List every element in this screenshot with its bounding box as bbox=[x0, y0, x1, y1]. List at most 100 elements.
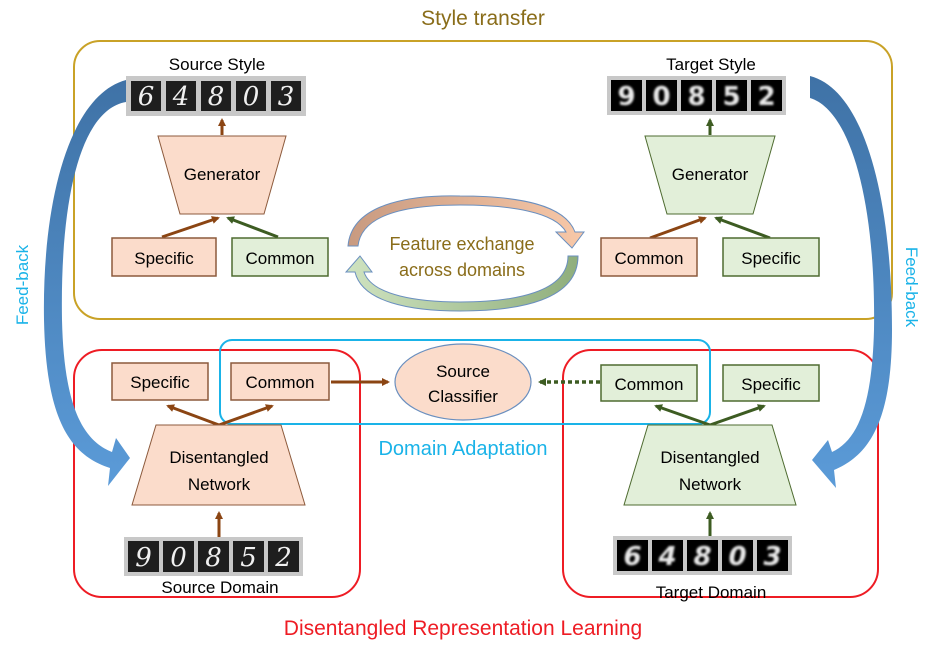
target-style-digit: 2 bbox=[757, 82, 775, 112]
source-style-digit: 6 bbox=[138, 82, 155, 112]
source-style-specific-label: Specific bbox=[134, 249, 194, 268]
target-domain-digit-tile bbox=[617, 540, 648, 571]
source-domain-digit: 8 bbox=[205, 543, 222, 573]
source-style-digit-tile bbox=[271, 81, 301, 111]
target-style-common-label: Common bbox=[615, 249, 684, 268]
source-domain-label: Source Domain bbox=[161, 578, 278, 597]
source-style-digit: 4 bbox=[172, 82, 190, 112]
source-classifier-line1: Source bbox=[436, 362, 490, 381]
target-domain-digit: 0 bbox=[728, 542, 746, 572]
target-style-digit: 0 bbox=[652, 82, 670, 112]
target-style-digit: 5 bbox=[722, 82, 740, 112]
target-generator-label: Generator bbox=[672, 165, 749, 184]
source-domain-digit-tile bbox=[198, 541, 229, 572]
target-style-specific-label: Specific bbox=[741, 249, 801, 268]
feature-exchange-line2: across domains bbox=[399, 260, 525, 280]
feedback-label-right: Feed-back bbox=[902, 247, 921, 328]
source-specific-label: Specific bbox=[130, 373, 190, 392]
target-domain-digit-tile bbox=[652, 540, 683, 571]
source-domain-digit-tile bbox=[233, 541, 264, 572]
disentangled-title: Disentangled Representation Learning bbox=[284, 617, 642, 640]
target-domain-digit-tile bbox=[757, 540, 788, 571]
source-style-specific-box bbox=[111, 237, 217, 277]
feature-exchange-line1: Feature exchange bbox=[389, 234, 534, 254]
source-network-line2: Network bbox=[188, 475, 251, 494]
target-disentangled-network bbox=[623, 424, 797, 506]
target-common-box bbox=[600, 364, 698, 402]
feedback-arrow-left bbox=[43, 80, 130, 486]
target-domain-digit-tile bbox=[687, 540, 718, 571]
source-classifier bbox=[394, 343, 532, 421]
style-transfer-title: Style transfer bbox=[421, 7, 545, 30]
target-domain-digit: 4 bbox=[657, 542, 676, 572]
target-net-to-common-arrow bbox=[654, 404, 711, 427]
source-classifier-line2: Classifier bbox=[428, 387, 498, 406]
source-common-label: Common bbox=[246, 373, 315, 392]
source-specific-box bbox=[111, 362, 209, 401]
source-style-digit-tile bbox=[236, 81, 266, 111]
source-domain-digit-tile bbox=[128, 541, 159, 572]
source-domain-digit: 0 bbox=[170, 543, 187, 573]
source-network-line1: Disentangled bbox=[169, 448, 268, 467]
target-net-to-specific-arrow bbox=[709, 404, 766, 427]
target-common-label: Common bbox=[615, 375, 684, 394]
target-generator bbox=[644, 135, 776, 215]
target-style-digit-tile bbox=[716, 80, 747, 111]
target-network-line2: Network bbox=[679, 475, 742, 494]
source-style-digit-tile bbox=[166, 81, 196, 111]
source-disentangle-frame bbox=[73, 349, 361, 598]
source-net-to-specific-arrow bbox=[166, 404, 220, 427]
style-transfer-frame bbox=[73, 40, 893, 320]
source-domain-digit: 9 bbox=[135, 543, 152, 573]
source-domain-digit: 5 bbox=[240, 543, 257, 573]
specific-to-target-generator-arrow bbox=[714, 216, 771, 240]
common-to-generator-arrow bbox=[226, 216, 279, 239]
source-style-digit-tile bbox=[201, 81, 231, 111]
target-style-digit-tile bbox=[646, 80, 677, 111]
target-domain-label: Target Domain bbox=[656, 583, 767, 602]
source-style-digit: 3 bbox=[278, 82, 295, 112]
target-style-specific-box bbox=[722, 237, 820, 277]
source-domain-digit-tile bbox=[163, 541, 194, 572]
source-common-box bbox=[230, 362, 330, 401]
feedback-arrow-right bbox=[810, 76, 892, 488]
target-specific-box bbox=[722, 364, 820, 402]
domain-adaptation-title: Domain Adaptation bbox=[378, 438, 547, 460]
common-to-target-generator-arrow bbox=[649, 216, 707, 240]
source-disentangled-network bbox=[131, 424, 306, 506]
source-style-digit: 8 bbox=[208, 82, 225, 112]
source-style-digit-tile bbox=[131, 81, 161, 111]
source-style-common-label: Common bbox=[246, 249, 315, 268]
target-style-digit-tile bbox=[681, 80, 712, 111]
target-style-digit-tile bbox=[751, 80, 782, 111]
target-domain-digit: 3 bbox=[763, 542, 781, 572]
target-domain-digit: 6 bbox=[623, 542, 641, 572]
target-specific-label: Specific bbox=[741, 375, 801, 394]
exchange-arrow-top bbox=[347, 195, 585, 249]
source-domain-digit: 2 bbox=[274, 543, 292, 573]
target-style-digit: 9 bbox=[617, 82, 635, 112]
source-style-digit: 0 bbox=[243, 82, 260, 112]
domain-adaptation-frame bbox=[219, 339, 711, 425]
source-domain-digit-tile bbox=[268, 541, 299, 572]
source-generator-label: Generator bbox=[184, 165, 261, 184]
target-network-line1: Disentangled bbox=[660, 448, 759, 467]
source-net-to-common-arrow bbox=[218, 404, 274, 427]
target-style-label: Target Style bbox=[666, 55, 756, 74]
specific-to-generator-arrow bbox=[161, 216, 220, 239]
target-domain-digit-tile bbox=[722, 540, 753, 571]
target-domain-digit: 8 bbox=[693, 542, 711, 572]
exchange-arrow-bottom bbox=[344, 255, 579, 312]
target-style-digit: 8 bbox=[687, 82, 705, 112]
source-generator bbox=[157, 135, 287, 215]
source-style-label: Source Style bbox=[169, 55, 265, 74]
target-disentangle-frame bbox=[562, 349, 879, 598]
feedback-label-left: Feed-back bbox=[13, 244, 32, 325]
target-style-digit-tile bbox=[611, 80, 642, 111]
target-style-common-box bbox=[600, 237, 698, 277]
